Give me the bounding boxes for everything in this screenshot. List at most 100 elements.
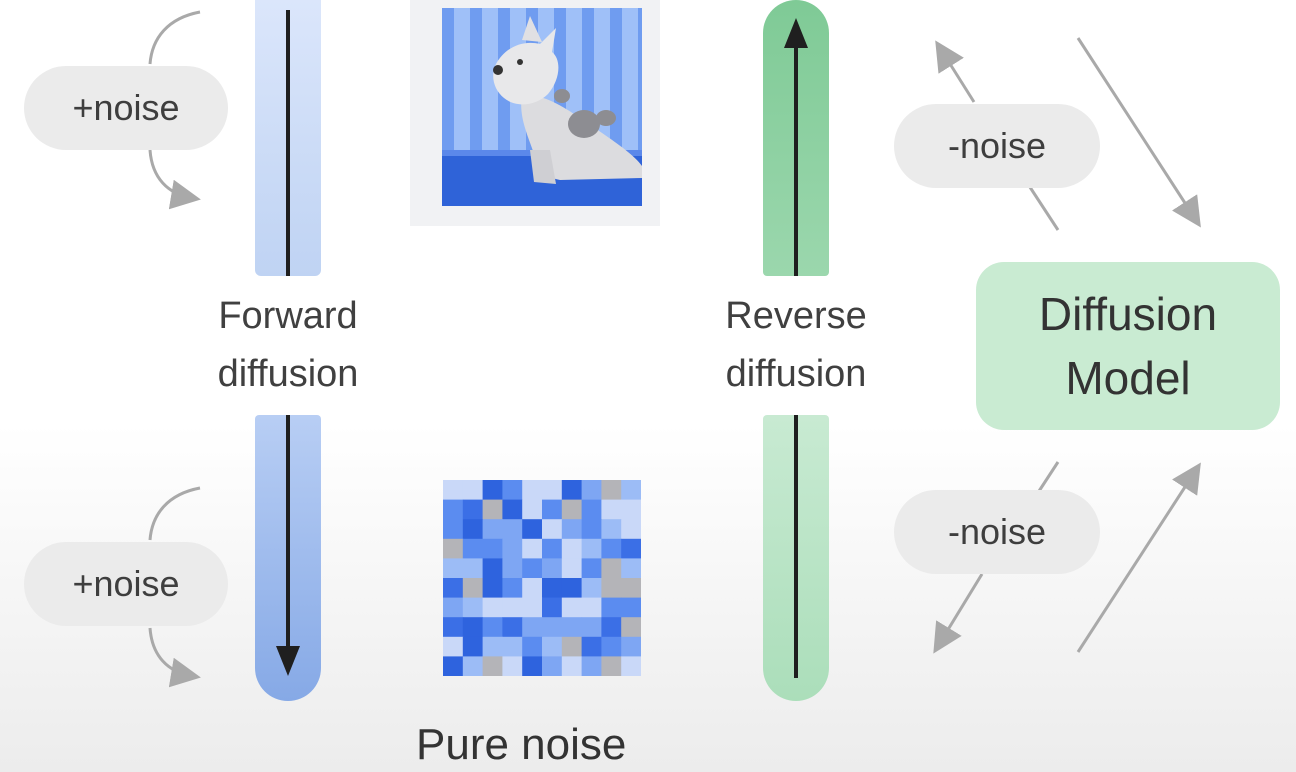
noise-pixel [522,578,543,599]
noise-pixel [462,578,484,599]
noise-pixel [542,558,563,579]
noise-pixel [561,519,583,540]
noise-pixel [601,656,622,676]
curve-arrow-top-upper [148,10,201,65]
noise-pixel [601,578,622,599]
noise-pixel [561,480,583,501]
noise-pixel [443,636,464,657]
noise-pixel [621,558,641,579]
noise-pixel [561,558,583,579]
noise-pixel [621,538,641,559]
noise-pixel [542,538,563,559]
remove-noise-pill-bottom: -noise [894,490,1100,574]
noise-pixel [522,519,543,540]
noise-pixel [482,578,503,599]
noise-pixel [561,597,583,618]
noise-pixel [443,499,464,520]
pure-noise-caption: Pure noise [416,720,627,769]
noise-pixel [462,519,484,540]
curve-arrow-bottom-upper [148,486,201,541]
noise-pixel [601,597,622,618]
diag-arrow-to-model-top [1076,37,1201,228]
noise-pixel [522,480,543,501]
forward-label-line1: Forward [218,295,358,337]
noise-pixel [542,519,563,540]
noise-pixel [581,519,602,540]
noise-pixel [462,597,484,618]
remove-noise-pill-top: -noise [894,104,1100,188]
add-noise-pill-top: +noise [24,66,228,150]
noise-pixel [542,636,563,657]
noise-pixel [482,656,503,676]
noise-pixel [502,538,523,559]
add-noise-pill-bottom: +noise [24,542,228,626]
noise-pixel [502,558,523,579]
noise-pixel [482,499,503,520]
noise-pixel [581,597,602,618]
diffusion-model-box: Diffusion Model [976,262,1280,430]
noise-pixel [443,656,464,676]
noise-pixel [443,578,464,599]
pill-label: -noise [947,511,1047,552]
pill-label: -noise [947,125,1047,166]
noise-pixel [601,480,622,501]
noise-pixel [621,617,641,638]
noise-pixel [621,519,641,540]
noise-pixel [522,597,543,618]
diag-arrow-from-model-top-b [935,40,976,103]
noise-pixel [522,499,543,520]
model-label-line1: Diffusion [1038,288,1218,340]
diag-arrow-to-model-bottom [1076,462,1201,653]
forward-diffusion-label: Forward diffusion [188,287,388,403]
noise-pixel [482,519,503,540]
diag-arrow-from-model-bottom-b [933,573,984,654]
noise-pixel [462,480,484,501]
curve-arrow-top-lower [148,149,201,210]
noise-pixel [502,617,523,638]
pill-label: +noise [72,87,180,128]
noise-pixel [443,519,464,540]
noise-pixel [542,617,563,638]
noise-pixel [482,597,503,618]
noise-pixel [581,656,602,676]
noise-pixel [581,538,602,559]
noise-pixel [482,636,503,657]
noise-pixel [482,617,503,638]
noise-pixel [561,617,583,638]
noise-pixel [542,480,563,501]
reverse-arrowhead [784,18,808,48]
forward-arrowhead [276,646,300,676]
noise-pixel [581,480,602,501]
noise-pixel [581,617,602,638]
noise-pixel [621,656,641,676]
noise-pixel [443,558,464,579]
noise-pixel [542,499,563,520]
noise-pixel [601,519,622,540]
noise-pixel [443,538,464,559]
noise-pixel [482,558,503,579]
noise-pixel [462,656,484,676]
noise-pixel [443,597,464,618]
noise-pixel [502,578,523,599]
noise-pixel [522,558,543,579]
noise-pixel [621,597,641,618]
noise-pixel [561,656,583,676]
pill-label: +noise [72,563,180,604]
noise-pixel [522,636,543,657]
reverse-label-line1: Reverse [725,295,867,337]
noise-pixel [462,538,484,559]
noise-pixel [542,656,563,676]
noise-pixel [561,538,583,559]
noise-pixel [522,617,543,638]
noise-pixel [443,480,464,501]
reverse-diffusion-label: Reverse diffusion [696,287,896,403]
noise-pixel [581,578,602,599]
noise-pixel [443,617,464,638]
noise-pixel [561,578,583,599]
noise-pixel [522,538,543,559]
noise-pixel [601,499,622,520]
clean-image-dog-icon [410,0,660,226]
noise-pixel [502,519,523,540]
noise-pixel [482,480,503,501]
noise-pixel [621,499,641,520]
